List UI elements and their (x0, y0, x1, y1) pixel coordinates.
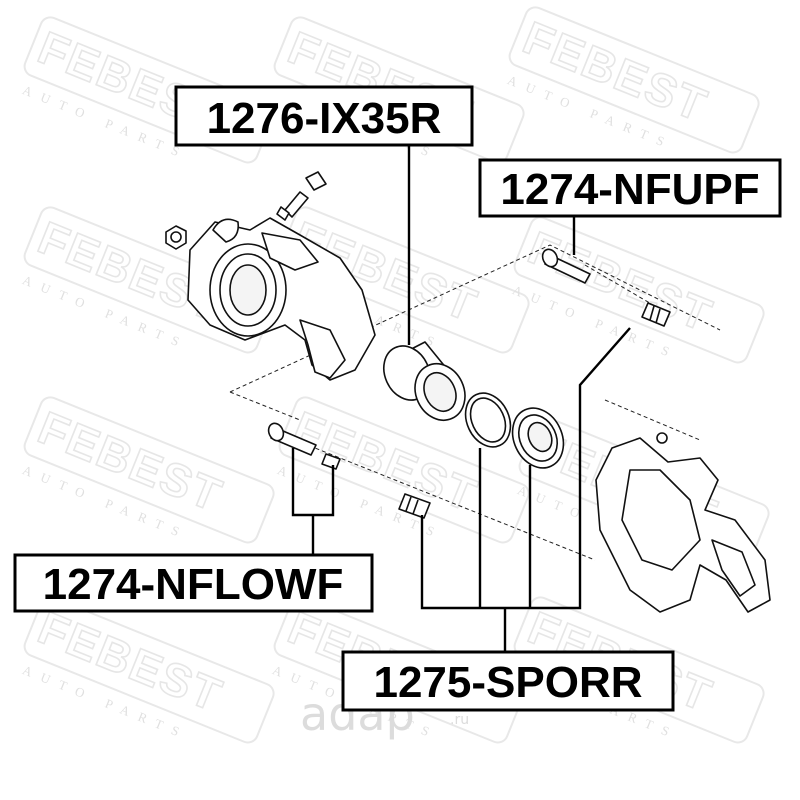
label-caliper-text: 1276-IX35R (207, 94, 442, 143)
watermark-tile: FEBEST AUTO PARTS (510, 216, 765, 364)
label-lower-pin-text: 1274-NFLOWF (43, 560, 344, 609)
label-repair-kit-text: 1275-SPORR (373, 658, 642, 707)
bleeder-screw (284, 191, 309, 218)
watermark-tile: FEBEST AUTO PARTS (505, 6, 760, 154)
leader-lower-pin (291, 448, 335, 555)
dust-boot (511, 407, 565, 469)
label-upper-pin: 1274-NFUPF (478, 158, 782, 218)
caliper-carrier-bracket (595, 432, 771, 613)
leader-repair-kit (420, 327, 631, 652)
lower-pin-bushing (321, 453, 341, 470)
assembly-line-lower (269, 429, 596, 561)
upper-guide-pin (541, 248, 591, 284)
caliper-housing (165, 171, 376, 381)
watermark-tile: FEBEST AUTO PARTS (20, 396, 275, 544)
assembly-line-right (604, 399, 701, 441)
lower-guide-pin (267, 422, 317, 456)
label-lower-pin: 1274-NFLOWF (13, 553, 374, 613)
label-upper-pin-text: 1274-NFUPF (500, 165, 759, 214)
label-repair-kit: 1275-SPORR (341, 650, 675, 712)
lower-pin-boot (398, 493, 431, 519)
leader-lines (291, 145, 631, 652)
piston-seal-ring (464, 392, 512, 448)
assembly-line-upper (229, 244, 721, 393)
caliper-piston (383, 341, 466, 421)
watermark-tile: FEBEST AUTO PARTS (20, 596, 275, 744)
bleeder-cap (305, 171, 327, 191)
label-caliper: 1276-IX35R (174, 85, 474, 147)
assembly-line-left (229, 391, 301, 421)
seal-suffix-text: .ru (450, 712, 469, 728)
upper-pin-boot (641, 302, 671, 327)
bracket-bolt-hole (656, 432, 668, 444)
assembly-lines (229, 244, 721, 561)
